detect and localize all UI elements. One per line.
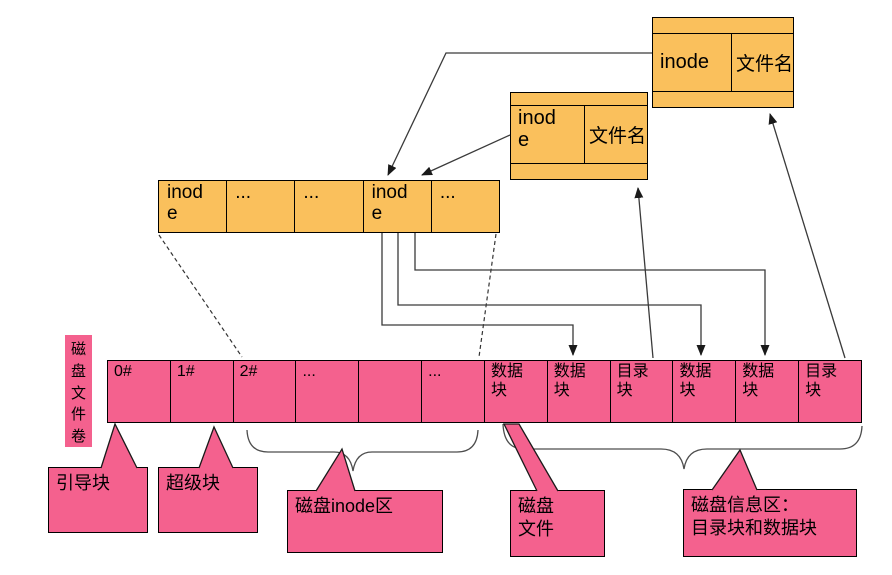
disk-cell-dots-1: ...	[296, 361, 360, 422]
callout-disk-inode-area: 磁盘inode区	[287, 490, 443, 553]
arrow-midbox-to-inode-table	[421, 134, 511, 176]
dashed-expansion-right	[478, 233, 497, 358]
brace-disk-inode-area	[246, 429, 479, 472]
dir-entry-top-row: inode 文件名	[653, 34, 793, 91]
pointer-boot-block	[100, 422, 138, 469]
dir-entry-mid-bottom-strip	[511, 163, 647, 179]
dashed-expansion-left	[158, 234, 243, 358]
pointer-inode-to-datablock-far	[414, 233, 770, 356]
dir-entry-top: inode 文件名	[652, 17, 794, 108]
pointer-inode-to-datablock-mid	[397, 233, 706, 356]
filename-cell: 文件名	[736, 54, 794, 75]
filename-cell: 文件名	[589, 126, 647, 147]
pointer-disk-info-area	[711, 448, 758, 491]
disk-cell-data-2: 数据 块	[548, 361, 611, 422]
inode-cell: inode	[511, 106, 585, 163]
inode-cell-label: inode	[518, 107, 556, 151]
dir-entry-mid: inode 文件名	[510, 92, 648, 180]
disk-volume-label: 磁盘文件卷	[65, 335, 92, 447]
disk-cell-super: 1#	[171, 361, 234, 422]
disk-block-row: 0# 1# 2# ... ... 数据 块 数据 块 目录 块 数据 块 数据 …	[107, 360, 862, 423]
inode-table-cell-1: ...	[227, 181, 296, 232]
inode-table-cell-label: inode	[371, 182, 408, 224]
inode-table-cell-label: ...	[439, 182, 456, 203]
disk-cell-dir-1: 目录 块	[611, 361, 674, 422]
disk-cell-dir-2: 目录 块	[805, 363, 838, 399]
pointer-disk-file	[502, 423, 559, 492]
callout-disk-info-area: 磁盘信息区： 目录块和数据块	[683, 489, 857, 557]
arrow-dirblock2-to-topbox	[768, 113, 846, 359]
inode-table-cell-label: ...	[303, 182, 320, 203]
disk-cell-2: 2#	[234, 361, 297, 422]
pointer-disk-inode-area	[315, 447, 356, 492]
disk-cell-data-4: 数据 块	[736, 361, 800, 422]
disk-cell-boot: 0#	[108, 361, 171, 422]
inode-table-cell-3: inode	[364, 181, 432, 232]
inode-table-cell-label: ...	[235, 182, 252, 203]
dir-entry-mid-top-strip	[511, 93, 647, 106]
dir-entry-top-bottom-strip	[653, 91, 793, 107]
inode-table-cell-label: inode	[167, 182, 203, 224]
inode-table: inode ... ... inode ...	[158, 180, 500, 233]
callout-disk-file: 磁盘 文件	[510, 490, 605, 557]
pointer-inode-to-datablock-near	[381, 233, 578, 356]
inode-cell: inode	[653, 34, 732, 91]
callout-boot-block: 引导块	[48, 467, 148, 533]
disk-cell-empty	[359, 361, 423, 422]
dir-entry-mid-row: inode 文件名	[511, 106, 647, 163]
inode-table-cell-0: inode	[159, 181, 228, 232]
pointer-super-block	[198, 425, 234, 469]
callout-super-block: 超级块	[158, 467, 258, 533]
dir-entry-top-top-strip	[653, 18, 793, 34]
disk-cell-data-3: 数据 块	[673, 361, 737, 422]
disk-cell-dots-2: ...	[422, 361, 485, 422]
disk-cell-data-1: 数据 块	[485, 361, 548, 422]
brace-disk-info-area	[502, 423, 863, 470]
inode-table-cell-2: ...	[295, 181, 364, 232]
inode-table-cell-4: ...	[432, 181, 499, 232]
arrow-dirblock1-to-midbox	[634, 187, 654, 359]
